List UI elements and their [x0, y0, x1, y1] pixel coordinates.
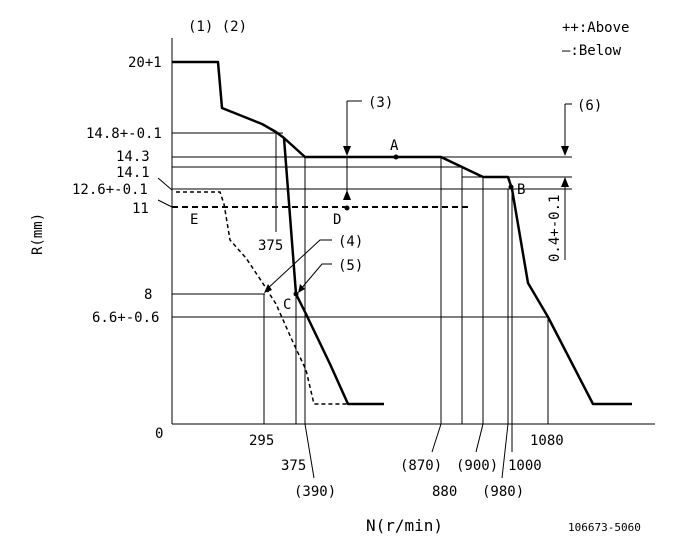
point-e-label: E — [190, 212, 198, 228]
callout-4-leader — [265, 239, 332, 291]
y-axis-title: R(mm) — [30, 213, 46, 255]
callout-5-arrowhead — [298, 284, 305, 293]
leader-390 — [304, 423, 315, 479]
x-tick-1080: 1080 — [530, 433, 564, 449]
y-tick-14.1: 14.1 — [116, 165, 150, 181]
point-d-label: D — [333, 212, 341, 228]
callout-4-arrowhead — [264, 284, 272, 293]
x-tick-375: 375 — [281, 458, 306, 474]
x-tick-880: 880 — [432, 484, 457, 500]
leader-980 — [501, 423, 509, 479]
point-c-marker — [293, 291, 299, 297]
header-label-1-2: (1) (2) — [188, 19, 247, 35]
leader-12.6 — [157, 177, 173, 191]
leader-900 — [475, 423, 484, 453]
x-axis-title: N(r/min) — [366, 516, 443, 535]
y-tick-6.6: 6.6+-0.6 — [92, 310, 159, 326]
origin-label: 0 — [155, 426, 163, 442]
governor-curve-main — [172, 60, 632, 406]
y-tick-14.3: 14.3 — [116, 149, 150, 165]
leader-870 — [431, 423, 442, 453]
callout-6-arrowhead — [561, 146, 569, 156]
dimension-label-0.4: 0.4+-0.1 — [547, 195, 563, 262]
governor-curve-dashed — [176, 191, 350, 405]
point-b-marker — [508, 184, 514, 190]
point-d-marker — [344, 205, 350, 211]
y-tick-11: 11 — [132, 201, 149, 217]
point-b-label: B — [517, 182, 525, 198]
x-tick-870: (870) — [400, 458, 442, 474]
callout-5-label: (5) — [338, 258, 363, 274]
callout-6-arrowhead-up — [561, 177, 569, 187]
callout-3-arrowhead — [343, 146, 351, 156]
x-tick-295: 295 — [249, 433, 274, 449]
y-tick-8: 8 — [144, 287, 152, 303]
y-tick-14.8: 14.8+-0.1 — [86, 126, 162, 142]
callout-3-label: (3) — [368, 95, 393, 111]
governor-curve-drop — [282, 137, 384, 406]
point-a-label: A — [390, 138, 399, 154]
point-a-marker — [393, 154, 399, 160]
x-tick-1000: 1000 — [508, 458, 542, 474]
callout-5-leader — [299, 263, 332, 291]
callout-4-label: (4) — [338, 234, 363, 250]
point-c-label: C — [283, 297, 291, 313]
legend-below: —:Below — [562, 43, 622, 59]
y-tick-12.6: 12.6+-0.1 — [72, 182, 148, 198]
leader-11 — [157, 199, 173, 208]
x-tick-980: (980) — [482, 484, 524, 500]
document-id: 106673-5060 — [568, 521, 641, 534]
x-tick-390: (390) — [294, 484, 336, 500]
callout-3-arrowhead-up — [343, 190, 351, 200]
callout-6-label: (6) — [577, 98, 602, 114]
y-tick-20: 20+1 — [128, 55, 162, 71]
curve-label-375: 375 — [258, 238, 283, 254]
legend-above: ++:Above — [562, 20, 629, 36]
x-tick-900: (900) — [456, 458, 498, 474]
